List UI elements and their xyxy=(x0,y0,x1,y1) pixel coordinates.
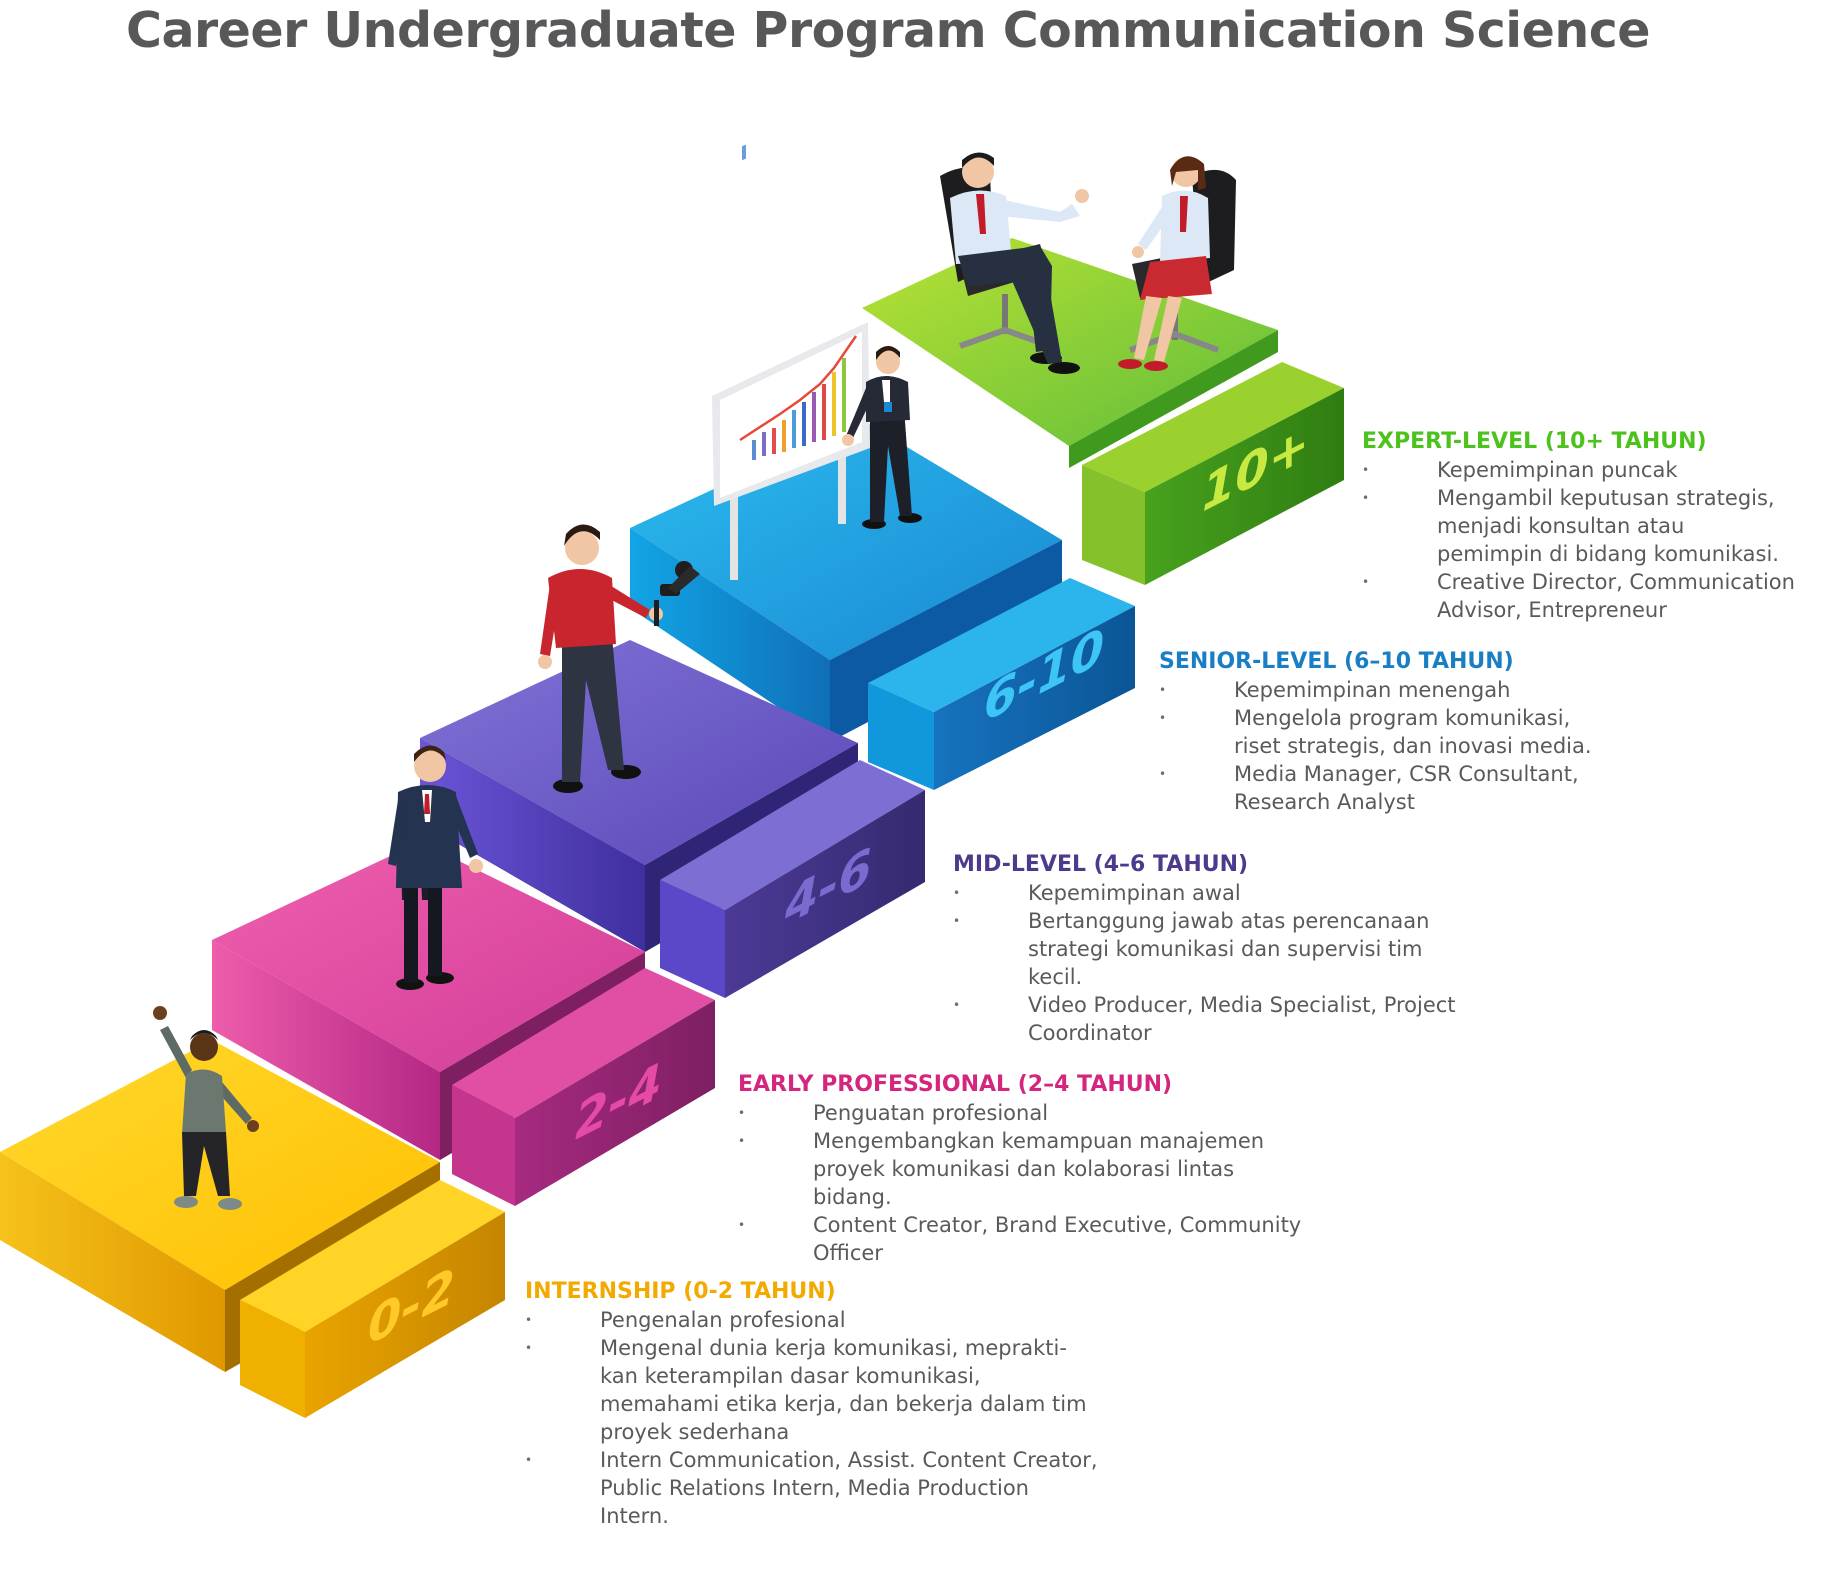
mid-person-figure xyxy=(538,524,700,793)
level-heading-senior: SENIOR-LEVEL (6–10 TAHUN) xyxy=(1159,649,1514,674)
senior-person-figure xyxy=(842,346,922,529)
level-expert: EXPERT-LEVEL (10+ TAHUN) •Kepemimpinan p… xyxy=(1362,428,1832,624)
intern-person-figure xyxy=(153,1006,259,1210)
list-item: •Kepemimpinan puncak xyxy=(1362,458,1678,482)
list-item: •Video Producer, Media Specialist, Proje… xyxy=(953,993,1456,1045)
level-heading-mid: MID-LEVEL (4–6 TAHUN) xyxy=(953,852,1249,877)
level-mid: MID-LEVEL (4–6 TAHUN) •Kepemimpinan awal… xyxy=(953,851,1513,1047)
list-item: •Mengelola program komunikasi, riset str… xyxy=(1159,706,1592,758)
level-heading-expert: EXPERT-LEVEL (10+ TAHUN) xyxy=(1362,429,1707,454)
list-item: •Mengambil keputusan strategis, menjadi … xyxy=(1362,486,1779,566)
list-item: •Mengembangkan kemampuan manajemen proye… xyxy=(738,1129,1265,1209)
level-internship: INTERNSHIP (0-2 TAHUN) •Pengenalan profe… xyxy=(525,1278,1165,1530)
level-bullets-senior: •Kepemimpinan menengah •Mengelola progra… xyxy=(1159,676,1619,816)
expert-people-figures xyxy=(940,152,1236,374)
level-heading-early: EARLY PROFESSIONAL (2–4 TAHUN) xyxy=(738,1072,1173,1097)
presentation-board xyxy=(712,144,870,580)
list-item: •Content Creator, Brand Executive, Commu… xyxy=(738,1213,1302,1265)
step-expert: 10+ xyxy=(862,238,1344,585)
level-early: EARLY PROFESSIONAL (2–4 TAHUN) •Penguata… xyxy=(738,1071,1378,1267)
level-heading-internship: INTERNSHIP (0-2 TAHUN) xyxy=(525,1279,836,1304)
level-bullets-internship: •Pengenalan profesional •Mengenal dunia … xyxy=(525,1306,1165,1530)
level-bullets-early: •Penguatan profesional •Mengembangkan ke… xyxy=(738,1099,1378,1267)
list-item: •Pengenalan profesional xyxy=(525,1308,846,1332)
level-senior: SENIOR-LEVEL (6–10 TAHUN) •Kepemimpinan … xyxy=(1159,648,1619,816)
list-item: •Intern Communication, Assist. Content C… xyxy=(525,1448,1098,1528)
list-item: •Mengenal dunia kerja komunikasi, meprak… xyxy=(525,1336,1087,1444)
early-person-figure xyxy=(388,745,483,990)
step-mid: 4-6 xyxy=(420,640,925,998)
level-bullets-mid: •Kepemimpinan awal •Bertanggung jawab at… xyxy=(953,879,1513,1047)
list-item: •Creative Director, Communication Adviso… xyxy=(1362,570,1795,622)
page-title: Career Undergraduate Program Communicati… xyxy=(125,2,1651,59)
list-item: •Media Manager, CSR Consultant, Research… xyxy=(1159,762,1579,814)
level-bullets-expert: •Kepemimpinan puncak •Mengambil keputusa… xyxy=(1362,456,1832,624)
list-item: •Kepemimpinan menengah xyxy=(1159,678,1511,702)
list-item: •Bertanggung jawab atas perencanaan stra… xyxy=(953,909,1430,989)
list-item: •Kepemimpinan awal xyxy=(953,881,1241,905)
list-item: •Penguatan profesional xyxy=(738,1101,1049,1125)
